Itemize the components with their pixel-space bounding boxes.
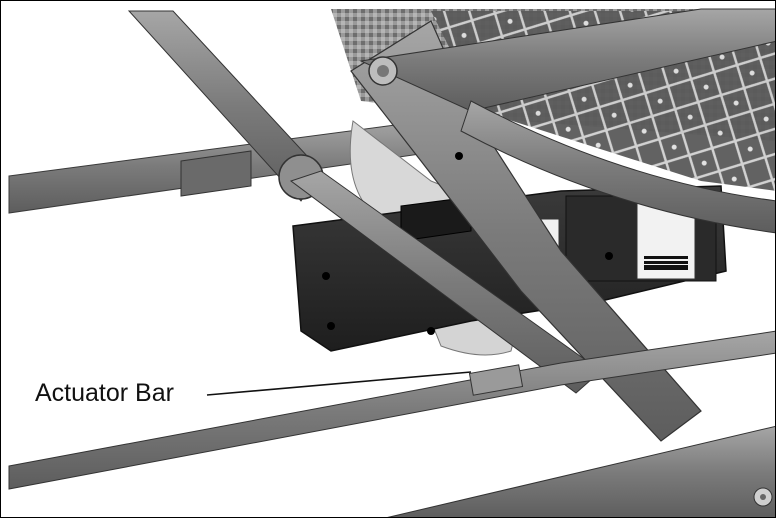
actuator-bar xyxy=(8,330,775,490)
lower-rail xyxy=(387,425,775,517)
callout-leader-line xyxy=(206,371,472,396)
cross-brace-arm xyxy=(359,8,775,112)
callout-label: Actuator Bar xyxy=(35,379,174,407)
right-curved-rail xyxy=(460,100,775,234)
